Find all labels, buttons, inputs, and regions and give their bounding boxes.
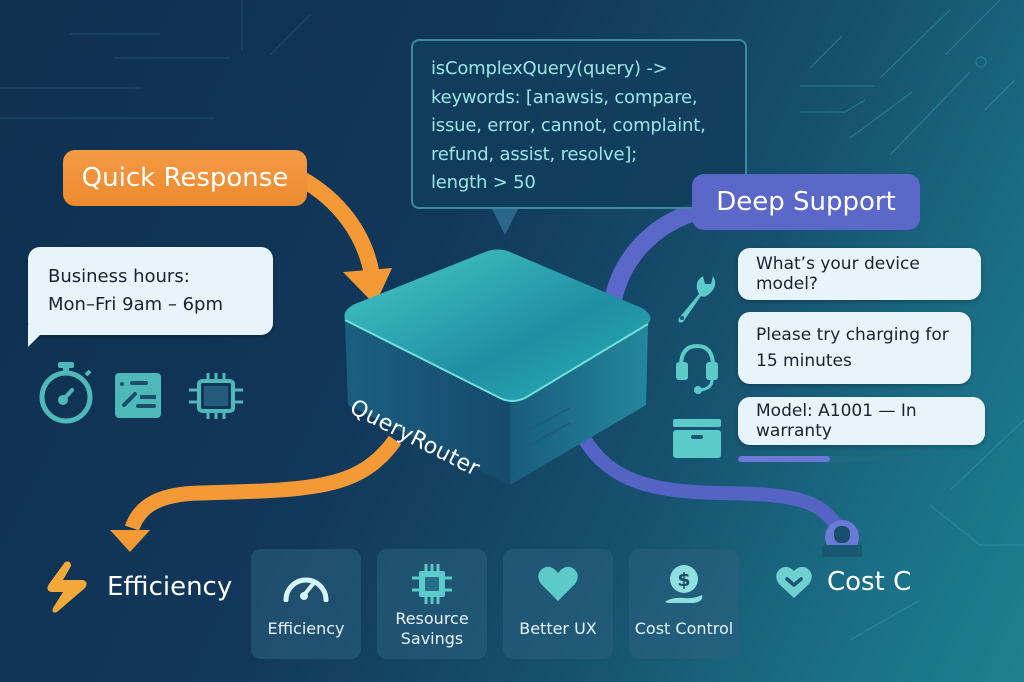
routing-rule-code-box: isComplexQuery(query) -> keywords: [anaw… [411,39,747,209]
code-box-pointer [492,209,518,235]
benefit-card-efficiency: Efficiency [251,549,361,659]
deep-support-label: Deep Support [692,174,920,230]
bubble-line: Mon–Fri 9am – 6pm [48,294,223,315]
code-line: refund, assist, resolve]; [431,143,638,165]
heart-check-icon [776,566,812,598]
code-line: length > 50 [431,172,536,193]
chip-icon [412,564,452,604]
lightning-bolt-icon [47,561,87,613]
benefit-card-resource-savings: Resource Savings [377,549,487,659]
query-router-box [344,249,651,485]
card-label: Efficiency [267,619,345,638]
card-label: Better UX [519,619,597,638]
user-badge-icon [822,520,862,557]
code-line: keywords: [anawsis, compare, [431,86,698,108]
message-text: What’s your device model? [756,254,920,294]
card-label-line: Resource [395,609,469,628]
bubble-tail [28,325,50,347]
progress-fill [738,456,830,462]
business-hours-bubble: Business hours: Mon–Fri 9am – 6pm [28,247,273,335]
dollar-coin-icon: $ [665,565,703,603]
efficiency-outcome: Efficiency [45,560,232,614]
quick-response-label: Quick Response [63,150,307,206]
bubble-line: Business hours: [48,266,190,287]
heart-icon [538,566,578,601]
deep-inbound-arc [603,201,703,307]
svg-text:$: $ [677,569,690,591]
cost-label: Cost C [827,567,912,597]
wrench-icon [678,276,716,323]
stopwatch-icon [39,362,93,424]
chat-message-warranty: Model: A1001 — In warranty [738,397,985,445]
gauge-icon [283,577,329,602]
dashboard-panel-icon [115,373,161,418]
chat-message-device-model: What’s your device model? [738,248,981,300]
message-text: Model: A1001 — In warranty [756,401,917,441]
code-line: isComplexQuery(query) -> [431,58,668,79]
card-label: Cost Control [634,619,734,638]
cost-outcome: Cost C [775,565,911,599]
chip-icon [189,373,243,419]
message-text: Please try charging for [756,325,949,345]
efficiency-outbound-arrowhead [110,530,150,552]
headset-icon [676,343,718,394]
support-progress-bar [738,456,905,462]
quick-inbound-arrowhead [343,268,392,305]
efficiency-label: Efficiency [107,572,233,602]
chat-message-charging: Please try charging for 15 minutes [738,312,971,384]
efficiency-outbound-arrow [124,435,402,531]
cost-outbound-arrow [579,436,845,532]
box-icon [673,419,721,458]
code-line: issue, error, cannot, complaint, [431,115,706,136]
benefit-card-cost-control: $ Cost Control [629,549,739,659]
benefit-card-better-ux: Better UX [503,549,613,659]
card-label-line: Savings [400,629,464,648]
quick-inbound-arrow [296,170,380,277]
message-text: 15 minutes [756,351,852,371]
